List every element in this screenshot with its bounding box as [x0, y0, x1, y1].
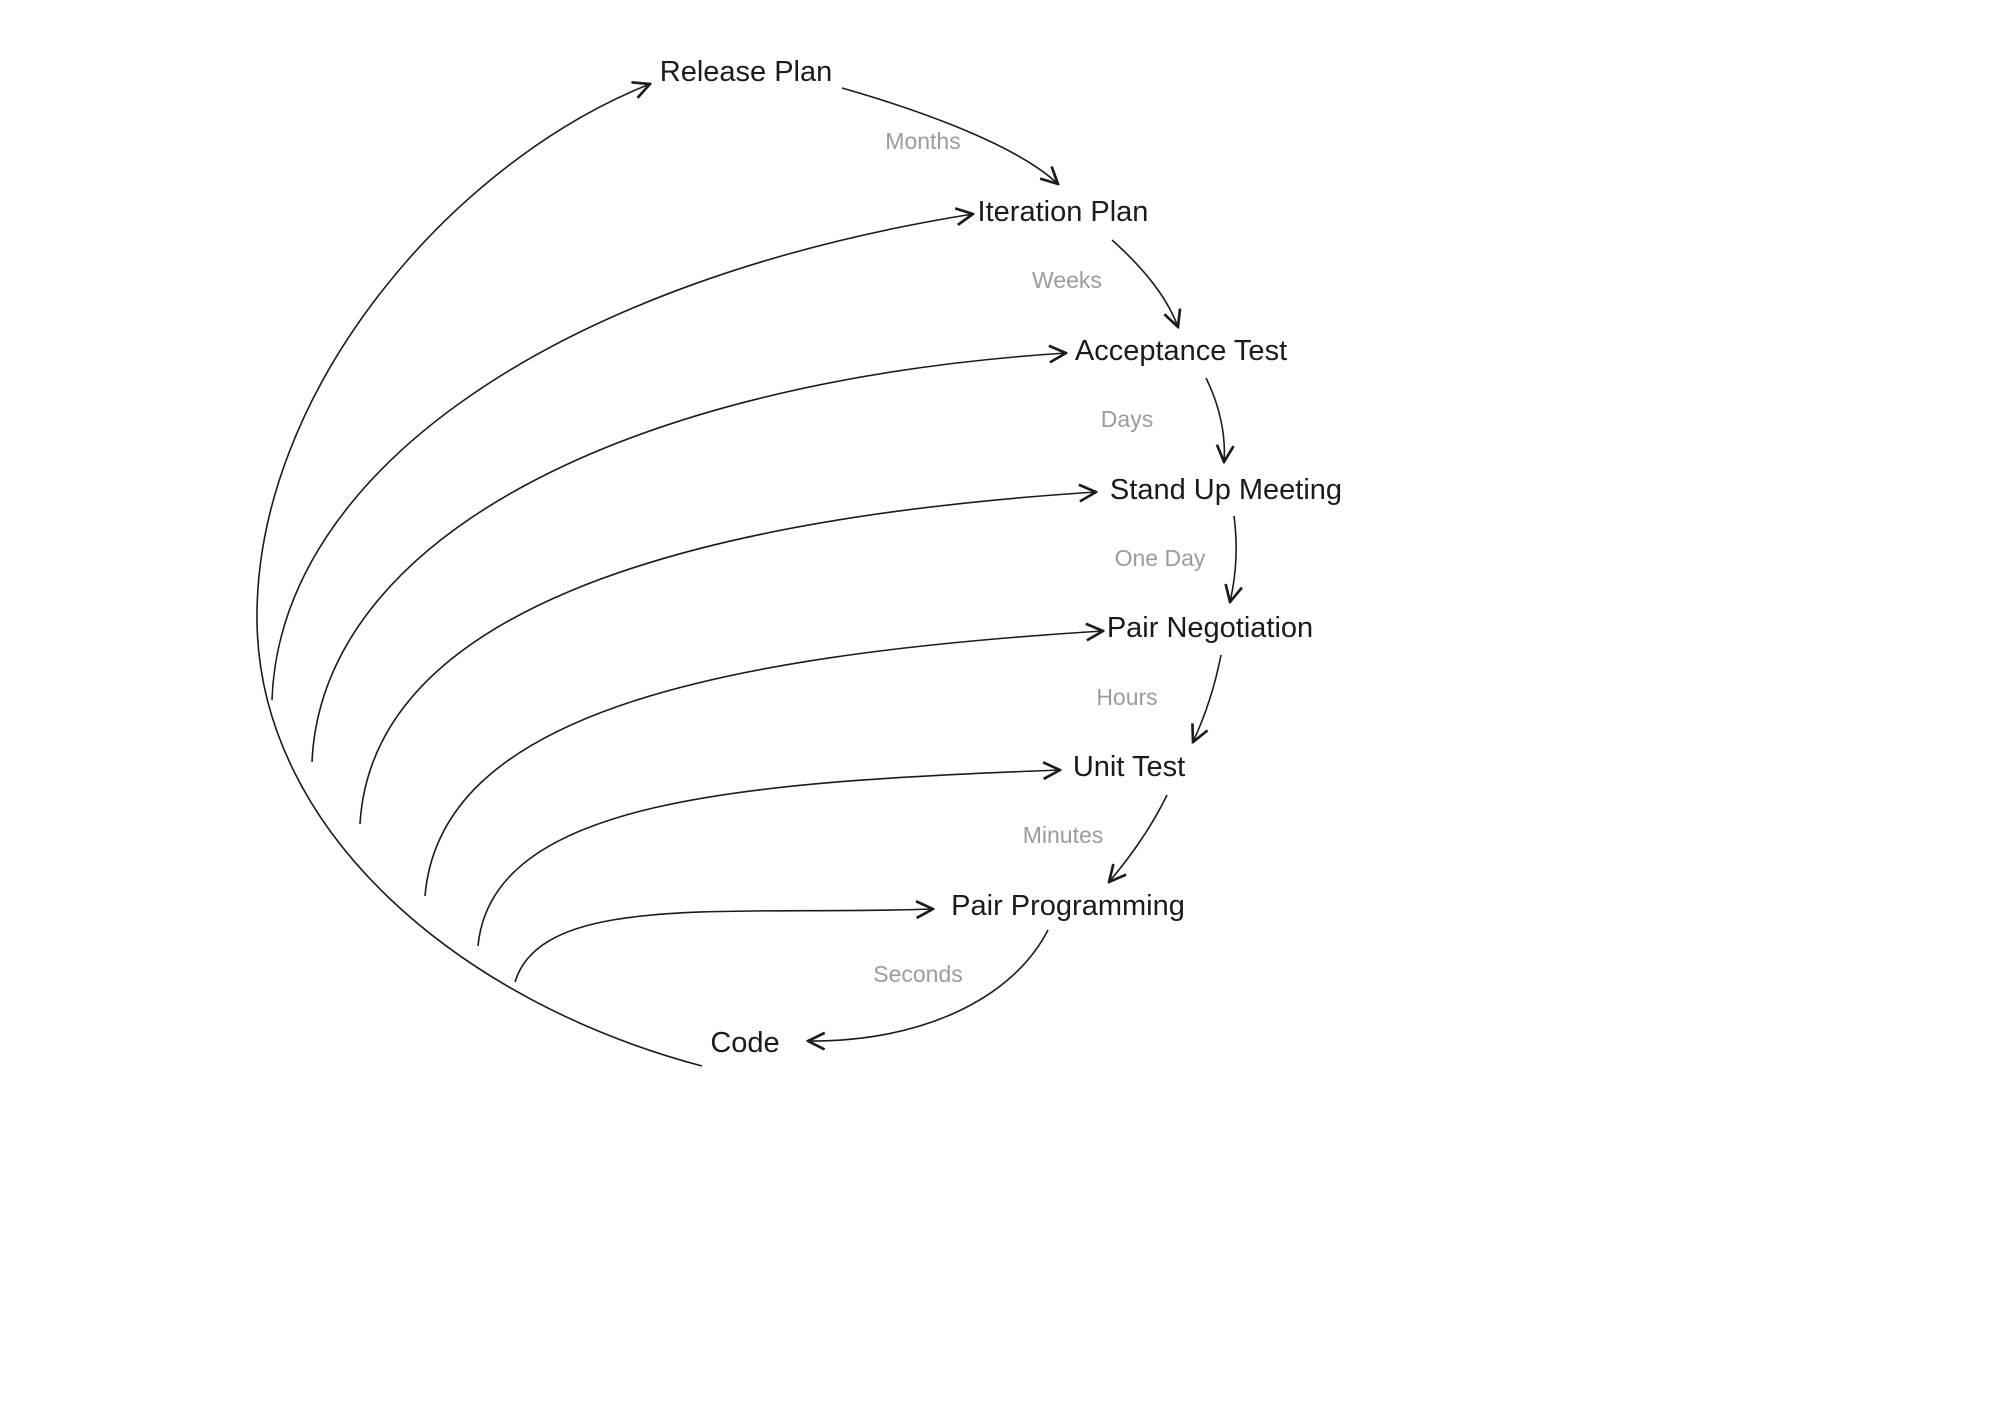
- step-arrow-one-day: [1230, 515, 1236, 602]
- interval-weeks: Weeks: [1032, 267, 1102, 293]
- step-arrow-hours: [1193, 654, 1222, 742]
- node-release-plan: Release Plan: [660, 56, 833, 88]
- step-arrow-minutes: [1109, 794, 1168, 882]
- interval-seconds: Seconds: [873, 961, 963, 987]
- loop-arc-to-stand-up-meeting: [359, 492, 1096, 825]
- node-pair-negotiation: Pair Negotiation: [1107, 612, 1313, 644]
- node-acceptance-test: Acceptance Test: [1075, 335, 1287, 367]
- node-iteration-plan: Iteration Plan: [978, 196, 1149, 228]
- interval-one-day: One Day: [1115, 545, 1206, 571]
- loop-arc-to-pair-programming: [514, 909, 933, 983]
- interval-months: Months: [885, 128, 960, 154]
- node-unit-test: Unit Test: [1073, 751, 1185, 783]
- loop-arc-to-acceptance-test: [311, 353, 1066, 763]
- step-arrow-months: [841, 87, 1058, 184]
- step-arrow-weeks: [1111, 239, 1178, 327]
- loop-arc-to-release-plan: [256, 84, 703, 1067]
- loop-arc-to-unit-test: [477, 770, 1060, 947]
- interval-days: Days: [1101, 406, 1153, 432]
- loop-arc-to-pair-negotiation: [424, 631, 1103, 897]
- node-pair-programming: Pair Programming: [951, 890, 1185, 922]
- loop-arc-to-iteration-plan: [271, 214, 973, 701]
- interval-minutes: Minutes: [1023, 822, 1104, 848]
- step-arrow-seconds: [808, 929, 1049, 1041]
- node-stand-up-meeting: Stand Up Meeting: [1110, 474, 1342, 506]
- step-arrow-days: [1205, 377, 1224, 462]
- node-code: Code: [710, 1027, 779, 1059]
- interval-hours: Hours: [1096, 684, 1157, 710]
